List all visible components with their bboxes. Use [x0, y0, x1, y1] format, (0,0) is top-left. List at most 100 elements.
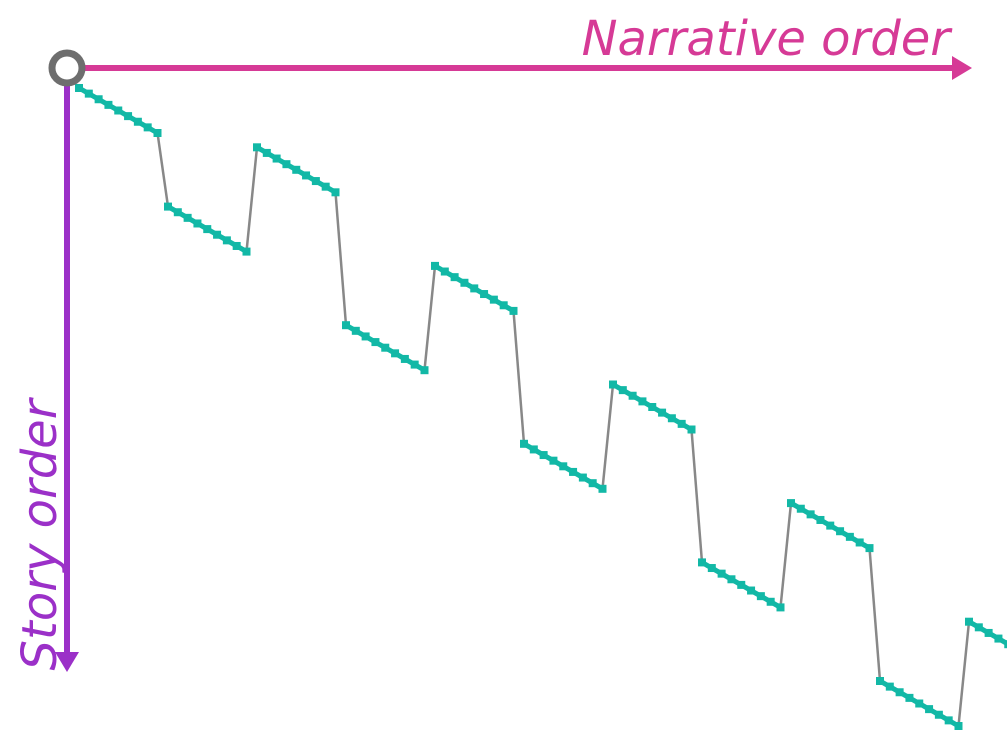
- segment-point: [391, 349, 400, 358]
- origin-ring: [48, 49, 86, 87]
- segment-point: [865, 544, 874, 553]
- connector-line: [334, 192, 348, 326]
- segment-point: [361, 332, 370, 341]
- segment-point: [153, 129, 162, 137]
- segment-point: [253, 143, 261, 152]
- segment-point: [539, 451, 548, 460]
- segment-line: [967, 619, 1007, 647]
- segment-point: [520, 439, 528, 448]
- segment-point: [905, 693, 914, 702]
- segment-point: [84, 89, 93, 98]
- segment-point: [747, 586, 756, 595]
- segment-point: [440, 267, 449, 276]
- segment-point: [698, 558, 706, 567]
- segment-point: [292, 165, 301, 174]
- segment-point: [559, 462, 568, 471]
- story-segment: [253, 143, 340, 197]
- segment-point: [776, 603, 785, 612]
- segment-point: [75, 84, 83, 92]
- segment-point: [934, 710, 943, 719]
- segment-point: [549, 456, 558, 465]
- segment-point: [707, 564, 716, 573]
- segment-point: [342, 321, 350, 330]
- connector-line: [423, 265, 437, 371]
- story-segment: [698, 558, 785, 612]
- story-segment: [342, 321, 429, 375]
- story-segment: [609, 380, 696, 434]
- segment-point: [509, 306, 518, 315]
- story-arrowhead: [55, 652, 79, 672]
- segment-point: [104, 100, 113, 109]
- segment-point: [529, 445, 538, 454]
- story-segment: [164, 202, 251, 256]
- segment-point: [124, 112, 133, 121]
- story-segment: [431, 261, 518, 315]
- segment-point: [826, 521, 835, 530]
- connector-line: [690, 429, 704, 563]
- segment-point: [302, 171, 311, 180]
- story-segment: [520, 439, 607, 493]
- segment-point: [687, 425, 696, 434]
- segment-point: [203, 225, 212, 234]
- segment-point: [876, 677, 884, 685]
- segment-point: [984, 628, 993, 637]
- segment-point: [727, 575, 736, 584]
- story-segment: [965, 617, 1007, 649]
- segment-point: [915, 699, 924, 708]
- segment-point: [806, 510, 815, 519]
- segment-point: [331, 188, 340, 197]
- connector-line: [245, 147, 259, 252]
- segment-point: [766, 597, 775, 606]
- segment-point: [311, 177, 320, 186]
- segment-point: [609, 380, 617, 389]
- segment-point: [756, 592, 765, 601]
- story-axis-label: Story order: [12, 396, 68, 670]
- segment-point: [588, 479, 597, 488]
- narrative-axis-label: Narrative order: [582, 11, 954, 67]
- segment-point: [954, 722, 963, 730]
- segment-point: [717, 569, 726, 578]
- segment-point: [193, 219, 202, 228]
- segment-point: [816, 515, 825, 524]
- segment-point: [183, 213, 192, 222]
- segment-point: [410, 360, 419, 369]
- segment-point: [420, 366, 429, 375]
- segment-point: [796, 504, 805, 513]
- segment-point: [400, 354, 409, 363]
- segment-point: [994, 634, 1003, 643]
- segment-point: [213, 230, 222, 239]
- segment-point: [618, 386, 627, 395]
- segment-point: [974, 623, 983, 632]
- segment-point: [431, 261, 439, 270]
- segment-point: [489, 295, 498, 304]
- segment-point: [648, 403, 657, 411]
- segment-point: [114, 106, 123, 115]
- story-segment: [876, 677, 963, 730]
- segment-point: [232, 241, 241, 250]
- segment-point: [787, 499, 795, 508]
- segment-point: [578, 473, 587, 482]
- segment-point: [272, 154, 281, 163]
- segment-point: [855, 538, 864, 547]
- segment-point: [351, 326, 360, 335]
- segment-point: [222, 236, 231, 245]
- segment-point: [737, 580, 746, 589]
- segment-point: [371, 338, 380, 347]
- segment-point: [164, 202, 172, 211]
- segment-point: [1004, 640, 1007, 649]
- connector-line: [601, 384, 615, 489]
- segment-point: [262, 148, 271, 157]
- segment-point: [677, 419, 686, 428]
- segment-point: [885, 682, 894, 691]
- segment-point: [480, 290, 489, 299]
- segment-point: [944, 716, 953, 725]
- story-segments: [75, 84, 1007, 730]
- segment-point: [321, 182, 330, 191]
- segment-point: [173, 208, 182, 217]
- segment-point: [667, 414, 676, 423]
- story-segment: [787, 499, 874, 553]
- segment-point: [133, 117, 142, 126]
- segment-point: [460, 278, 469, 287]
- connector-line: [156, 132, 170, 207]
